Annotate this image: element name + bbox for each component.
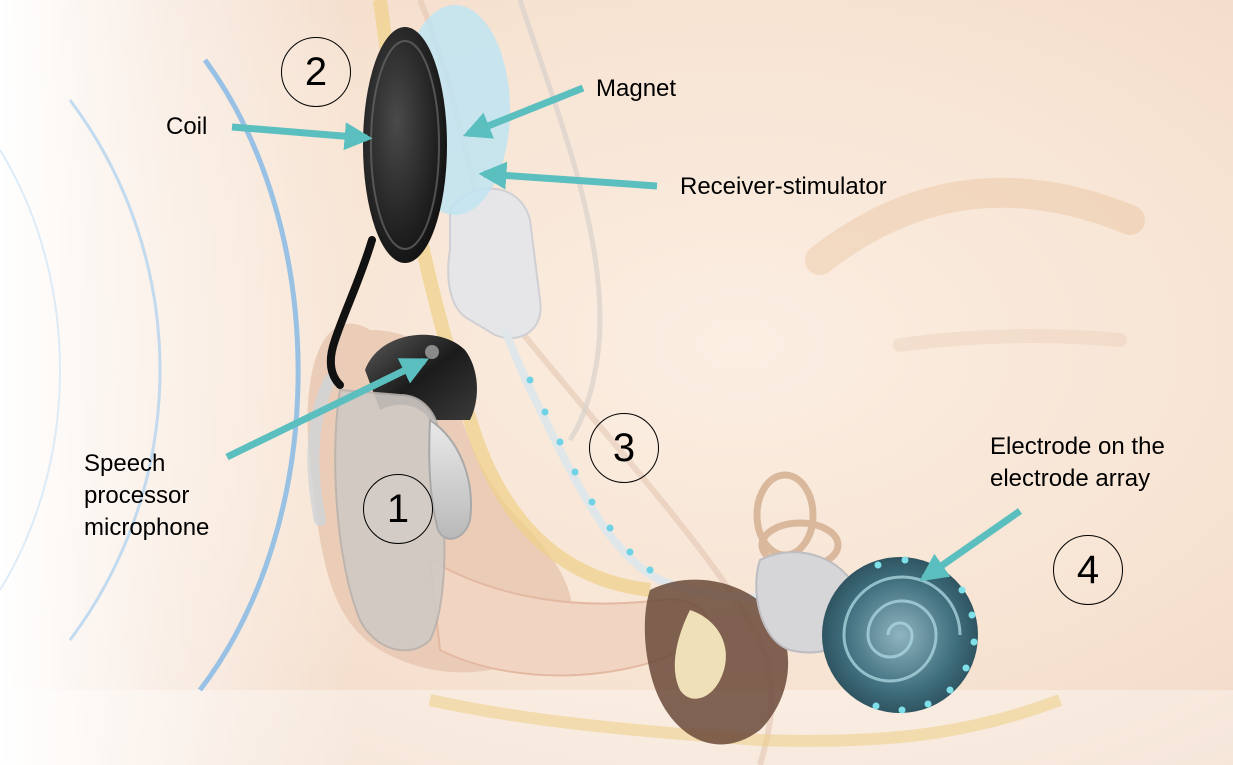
label-speech-line-3: microphone xyxy=(84,512,209,544)
label-coil: Coil xyxy=(166,111,207,143)
label-receiver-stimulator: Receiver-stimulator xyxy=(680,171,887,203)
label-speech-processor: Speech processor microphone xyxy=(84,448,209,544)
label-speech-line-1: Speech xyxy=(84,448,209,480)
label-magnet: Magnet xyxy=(596,73,676,105)
label-electrode: Electrode on the electrode array xyxy=(990,431,1165,495)
coil xyxy=(363,27,447,263)
label-electrode-line-1: Electrode on the xyxy=(990,431,1165,463)
microphone-icon xyxy=(425,345,439,359)
marker-4: 4 xyxy=(1053,535,1123,605)
label-electrode-line-2: electrode array xyxy=(990,463,1165,495)
marker-2: 2 xyxy=(281,37,351,107)
label-speech-line-2: processor xyxy=(84,480,209,512)
marker-3: 3 xyxy=(589,413,659,483)
marker-1: 1 xyxy=(363,474,433,544)
